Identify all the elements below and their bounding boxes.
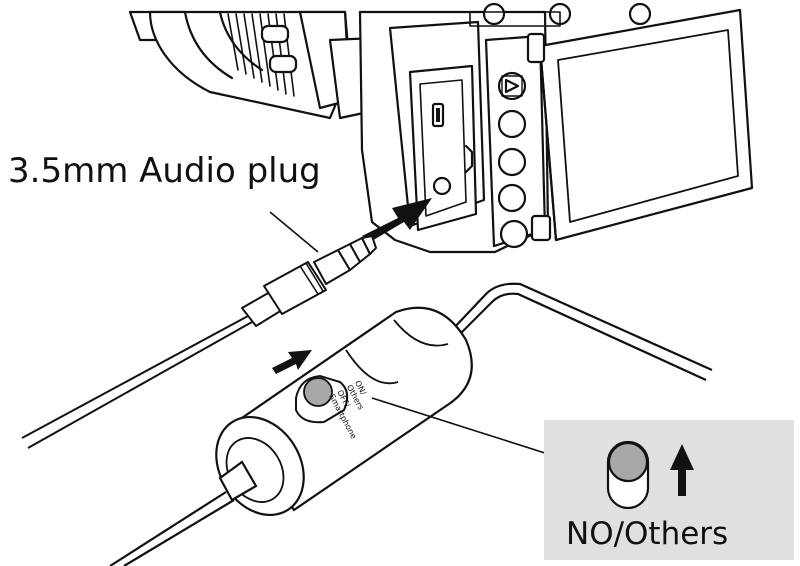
plug-leader-line [269, 211, 319, 253]
switch-knob [303, 377, 333, 407]
inset-caption: NO/Others [566, 516, 728, 552]
slide-arrow-icon [272, 350, 312, 374]
inset-panel: NO/Others [544, 420, 794, 560]
mic-cable-upper [451, 282, 713, 382]
insert-arrow-icon [362, 198, 432, 242]
mic-switch-body [109, 306, 473, 566]
inset-leader-line [371, 397, 549, 455]
up-arrow-icon [670, 444, 694, 496]
inset-switch-icon [606, 440, 650, 510]
camera-illustration [128, 2, 754, 254]
plug-label: 3.5mm Audio plug [8, 151, 321, 191]
mic-slide-switch [295, 374, 349, 424]
audio-plug [21, 235, 377, 449]
